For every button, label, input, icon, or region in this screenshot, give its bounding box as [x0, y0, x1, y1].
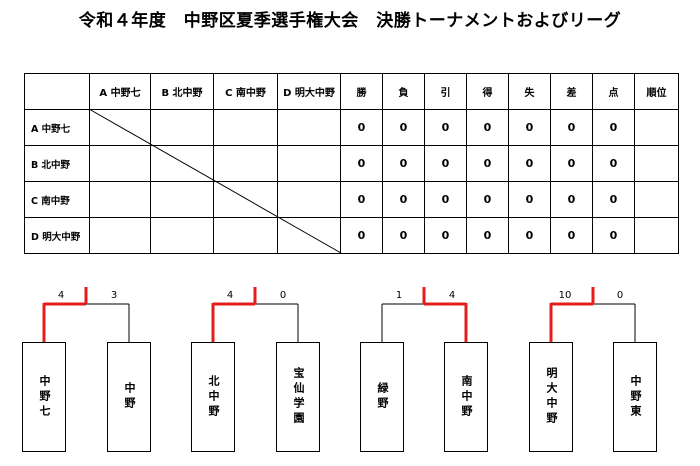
goals-for-cell: 0: [466, 109, 509, 146]
row-team-name: B 北中野: [24, 145, 90, 182]
goal-diff-cell: 0: [550, 217, 593, 254]
league-header-row: A 中野七 B 北中野 C 南中野 D 明大中野 勝 負 引 得 失 差 点 順…: [24, 73, 679, 110]
goals-for-cell: 0: [466, 217, 509, 254]
wins-cell: 0: [340, 217, 383, 254]
team-box-kita-nakano: 北中野: [191, 342, 235, 452]
draws-cell: 0: [424, 217, 467, 254]
match-2-right-score: 0: [279, 290, 287, 301]
header-team-a: A 中野七: [89, 73, 151, 110]
team-box-meidai-nakano: 明大中野: [529, 342, 573, 452]
team-box-nakano-higashi: 中野東: [613, 342, 657, 452]
header-wins: 勝: [340, 73, 383, 110]
match-4-right-score: 0: [616, 290, 624, 301]
header-corner: [24, 73, 90, 110]
wins-cell: 0: [340, 181, 383, 218]
match-3-left-score: 1: [395, 290, 403, 301]
team-box-nakano: 中野: [107, 342, 151, 452]
match-3-right-score: 4: [448, 290, 456, 301]
draws-cell: 0: [424, 181, 467, 218]
team-box-nakano-nana: 中野七: [22, 342, 66, 452]
match-4-left-score: 10: [558, 290, 572, 301]
goals-against-cell: 0: [508, 217, 551, 254]
header-draws: 引: [424, 73, 467, 110]
team-box-minami-nakano: 南中野: [444, 342, 488, 452]
goals-for-cell: 0: [466, 145, 509, 182]
row-team-name: A 中野七: [24, 109, 90, 146]
match-1-right-score: 3: [110, 290, 118, 301]
points-cell: 0: [592, 217, 635, 254]
losses-cell: 0: [382, 181, 425, 218]
team-box-midorino: 緑野: [360, 342, 404, 452]
bracket-match-1: [42, 287, 130, 342]
goals-against-cell: 0: [508, 181, 551, 218]
points-cell: 0: [592, 181, 635, 218]
header-team-d: D 明大中野: [277, 73, 341, 110]
page-title: 令和４年度 中野区夏季選手権大会 決勝トーナメントおよびリーグ: [78, 11, 622, 31]
match-2-left-score: 4: [226, 290, 234, 301]
header-goals-against: 失: [508, 73, 551, 110]
match-1-left-score: 4: [57, 290, 65, 301]
rank-cell: [634, 109, 679, 146]
bracket-match-2: [211, 287, 299, 342]
draws-cell: 0: [424, 109, 467, 146]
points-cell: 0: [592, 145, 635, 182]
losses-cell: 0: [382, 109, 425, 146]
losses-cell: 0: [382, 217, 425, 254]
bracket-match-4: [549, 287, 636, 342]
row-team-name: C 南中野: [24, 181, 90, 218]
header-rank: 順位: [634, 73, 679, 110]
team-box-hosen-gakuen: 宝仙学園: [276, 342, 320, 452]
rank-cell: [634, 217, 679, 254]
rank-cell: [634, 181, 679, 218]
wins-cell: 0: [340, 109, 383, 146]
bracket-match-3: [381, 287, 468, 342]
row-team-name: D 明大中野: [24, 217, 90, 254]
goal-diff-cell: 0: [550, 145, 593, 182]
header-goal-diff: 差: [550, 73, 593, 110]
